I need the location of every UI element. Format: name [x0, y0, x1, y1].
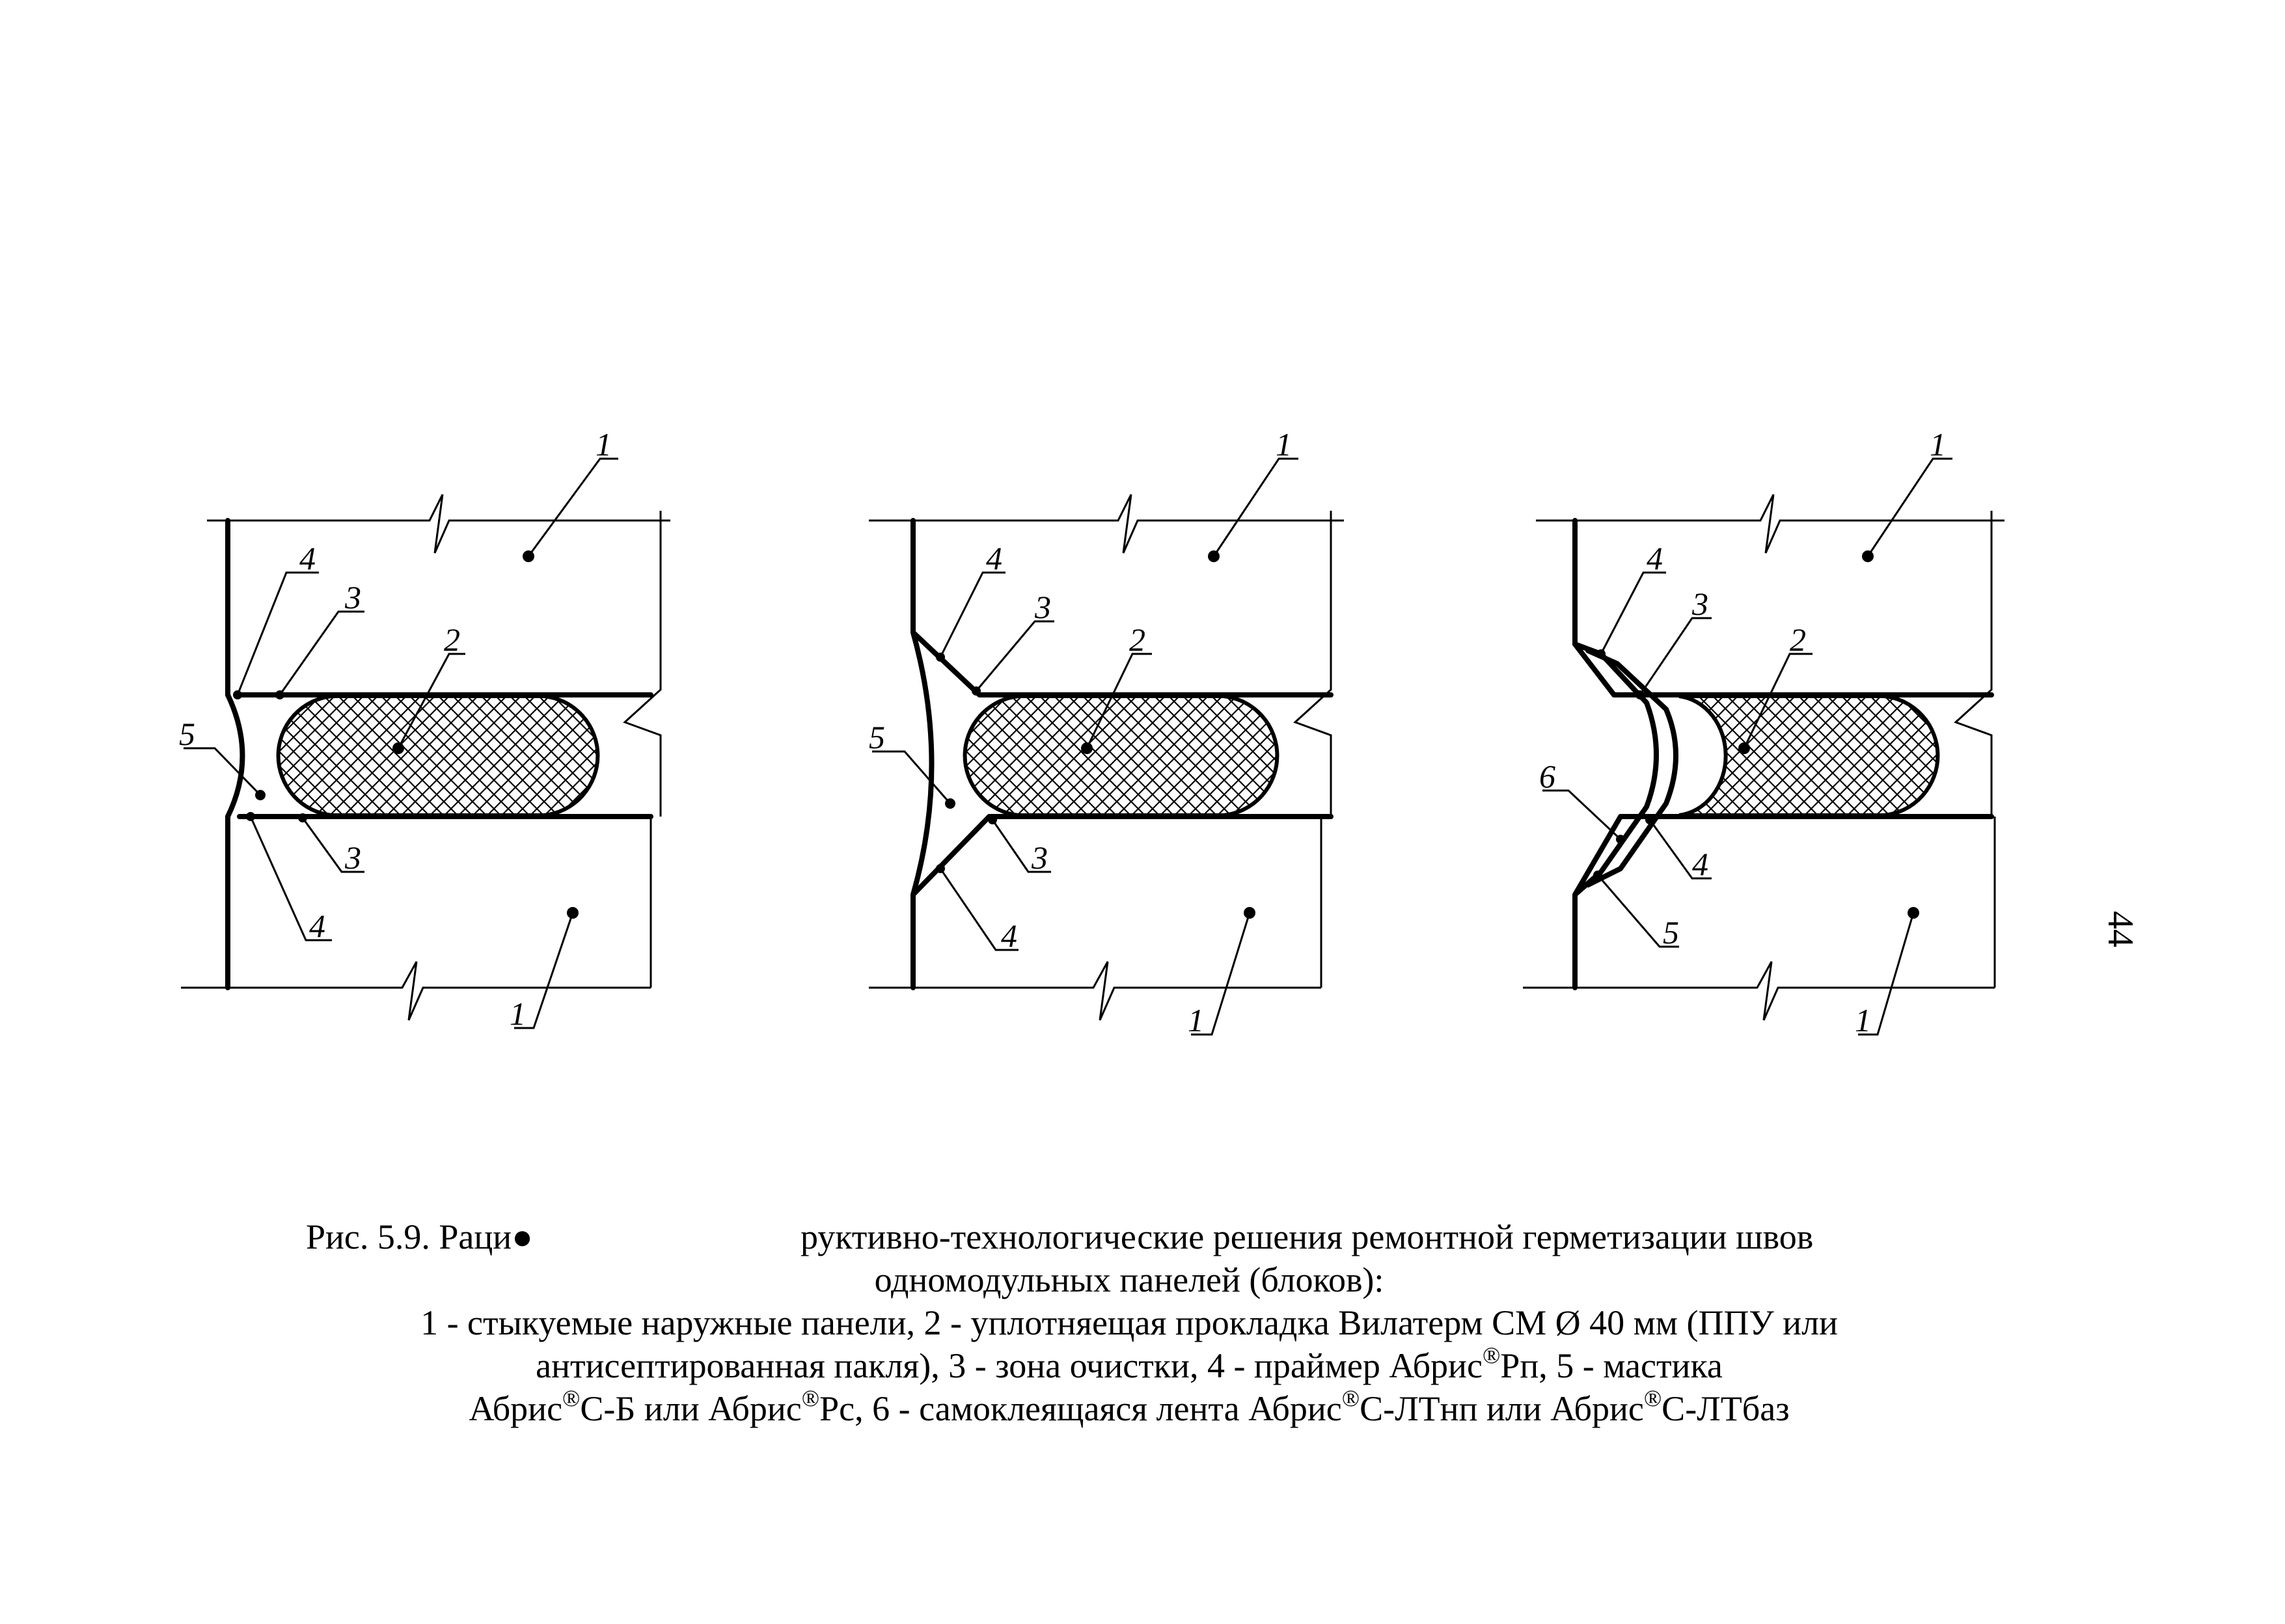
label-1-top: 1	[1930, 426, 1946, 463]
gasket-3	[1678, 694, 1940, 817]
caption-title: руктивно-технологические решения ремонтн…	[800, 1217, 1814, 1256]
label-2: 2	[1129, 621, 1145, 658]
gasket-1	[276, 694, 600, 817]
label-3-top: 3	[344, 579, 361, 616]
label-4-top: 4	[986, 540, 1002, 576]
mastic-face-3	[1572, 642, 1659, 897]
label-3-bottom: 3	[1031, 839, 1048, 876]
caption-line-4: антисептированная пакля), 3 - зона очист…	[299, 1344, 1959, 1387]
detail-concave-sealant: 1 4 3 2 5 3 4 1	[179, 426, 670, 1032]
registered-mark: ®	[801, 1385, 820, 1411]
label-1-bottom: 1	[1188, 1002, 1204, 1038]
label-1-bottom: 1	[1855, 1002, 1871, 1038]
label-6: 6	[1539, 758, 1555, 794]
caption-line-3: 1 - стыкуемые наружные панели, 2 - уплот…	[420, 1303, 1838, 1342]
caption-line-2: одномодульных панелей (блоков):	[874, 1260, 1384, 1299]
label-4-bottom: 4	[1001, 917, 1017, 954]
registered-mark: ®	[562, 1385, 581, 1411]
label-3-bottom: 3	[344, 839, 361, 876]
label-4-bottom: 4	[1692, 846, 1708, 882]
label-3-top: 3	[1691, 586, 1708, 622]
tape-face	[1585, 648, 1678, 887]
label-5: 5	[1663, 914, 1679, 951]
caption-text: Рс, 6 - самоклеящаяся лента Абрис	[819, 1389, 1342, 1428]
label-4-top: 4	[1647, 540, 1663, 576]
mastic-face-1	[225, 692, 245, 819]
caption-line-5: Абрис®С-Б или Абрис®Рс, 6 - самоклеящаяс…	[299, 1387, 1959, 1430]
mastic-face-2	[910, 630, 935, 897]
registered-mark: ®	[1341, 1385, 1360, 1411]
page-number: 44	[2100, 911, 2141, 947]
label-2: 2	[1790, 621, 1806, 658]
caption-text: Рп, 5 - мастика	[1500, 1346, 1723, 1385]
caption-text: Абрис	[469, 1389, 563, 1428]
detail-chamfered-sealant: 1 4 3 2 5 3 4 1	[869, 426, 1344, 1038]
caption-text: С-Б или Абрис	[580, 1389, 802, 1428]
gasket-2	[963, 694, 1279, 817]
label-1-top: 1	[1276, 426, 1292, 463]
caption-text: антисептированная пакля), 3 - зона очист…	[536, 1346, 1483, 1385]
label-4-bottom: 4	[309, 908, 325, 944]
registered-mark: ®	[1643, 1385, 1662, 1411]
caption-text: С-ЛТнп или Абрис	[1360, 1389, 1644, 1428]
label-3-top: 3	[1034, 589, 1051, 625]
caption-text: С-ЛТбаз	[1662, 1389, 1790, 1428]
label-2: 2	[444, 621, 460, 658]
label-1-bottom: 1	[510, 995, 526, 1032]
label-5: 5	[869, 719, 885, 755]
label-4-top: 4	[299, 540, 316, 576]
detail-tape-sealant: 1 4 3 2 6 4 5 1	[1523, 426, 2005, 1038]
label-5: 5	[179, 716, 195, 752]
caption-figure-number: Рис. 5.9. Раци●	[306, 1217, 533, 1256]
label-1-top: 1	[595, 426, 612, 463]
registered-mark: ®	[1482, 1342, 1501, 1368]
